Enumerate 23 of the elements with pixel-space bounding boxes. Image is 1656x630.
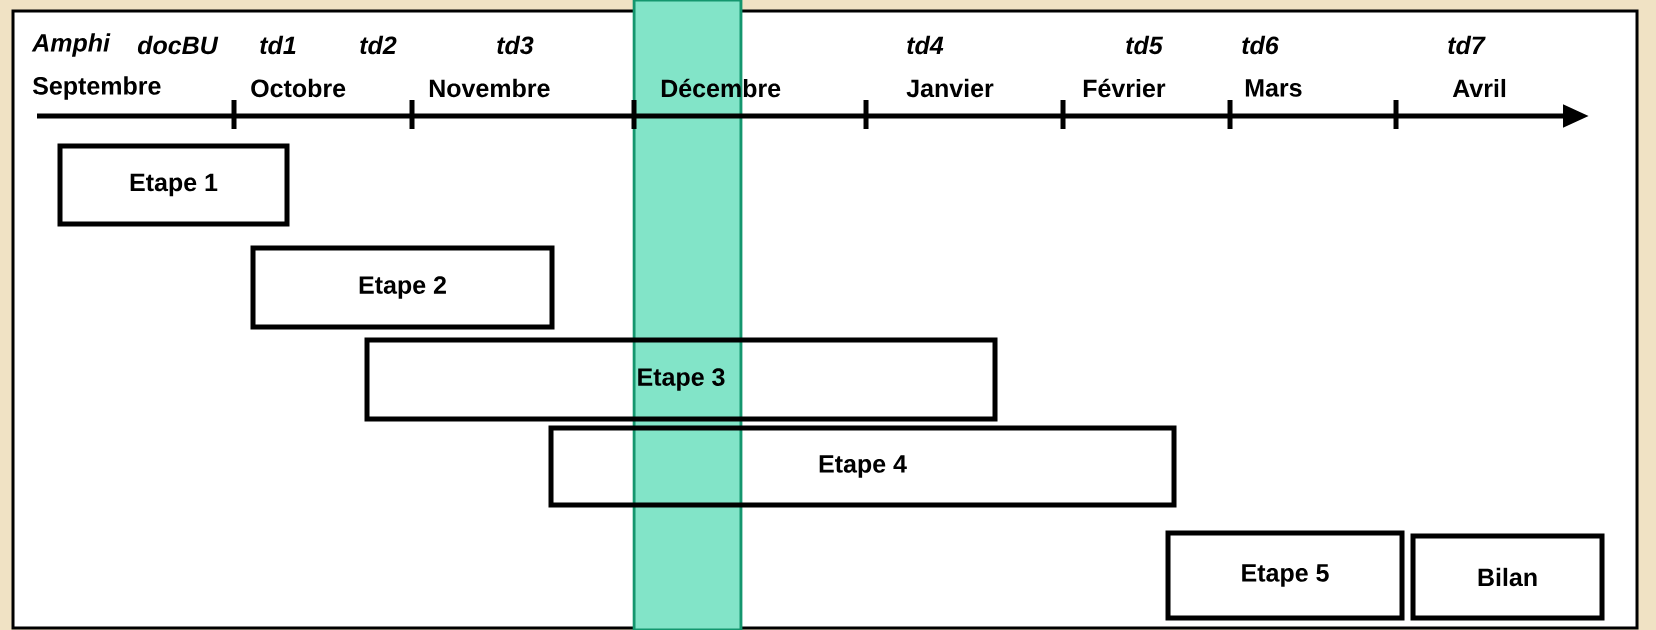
stage-box: Etape 1 — [57, 143, 290, 227]
session-label: td4 — [907, 35, 944, 55]
session-label: td3 — [497, 35, 534, 55]
session-label: td6 — [1242, 35, 1279, 55]
session-label: Amphi — [31, 33, 111, 57]
stage-box: Etape 5 — [1165, 530, 1405, 621]
stage-box: Etape 2 — [250, 245, 555, 330]
stage-box: Etape 3 — [364, 337, 998, 422]
month-label: Avril — [1452, 78, 1506, 98]
month-label: Octobre — [251, 78, 346, 98]
month-label: Septembre — [32, 76, 161, 100]
session-label: td1 — [260, 35, 296, 55]
month-label: Mars — [1245, 79, 1302, 97]
session-label: td7 — [1448, 35, 1486, 55]
stage-box: Bilan — [1410, 533, 1605, 621]
session-label: docBU — [137, 35, 219, 55]
month-label: Novembre — [429, 78, 550, 98]
session-label: td5 — [1126, 35, 1163, 55]
session-label: td2 — [360, 35, 397, 55]
month-label: Février — [1083, 78, 1166, 98]
month-label: Janvier — [906, 78, 994, 98]
stage-box: Etape 4 — [548, 425, 1177, 508]
month-label: Décembre — [661, 78, 781, 98]
